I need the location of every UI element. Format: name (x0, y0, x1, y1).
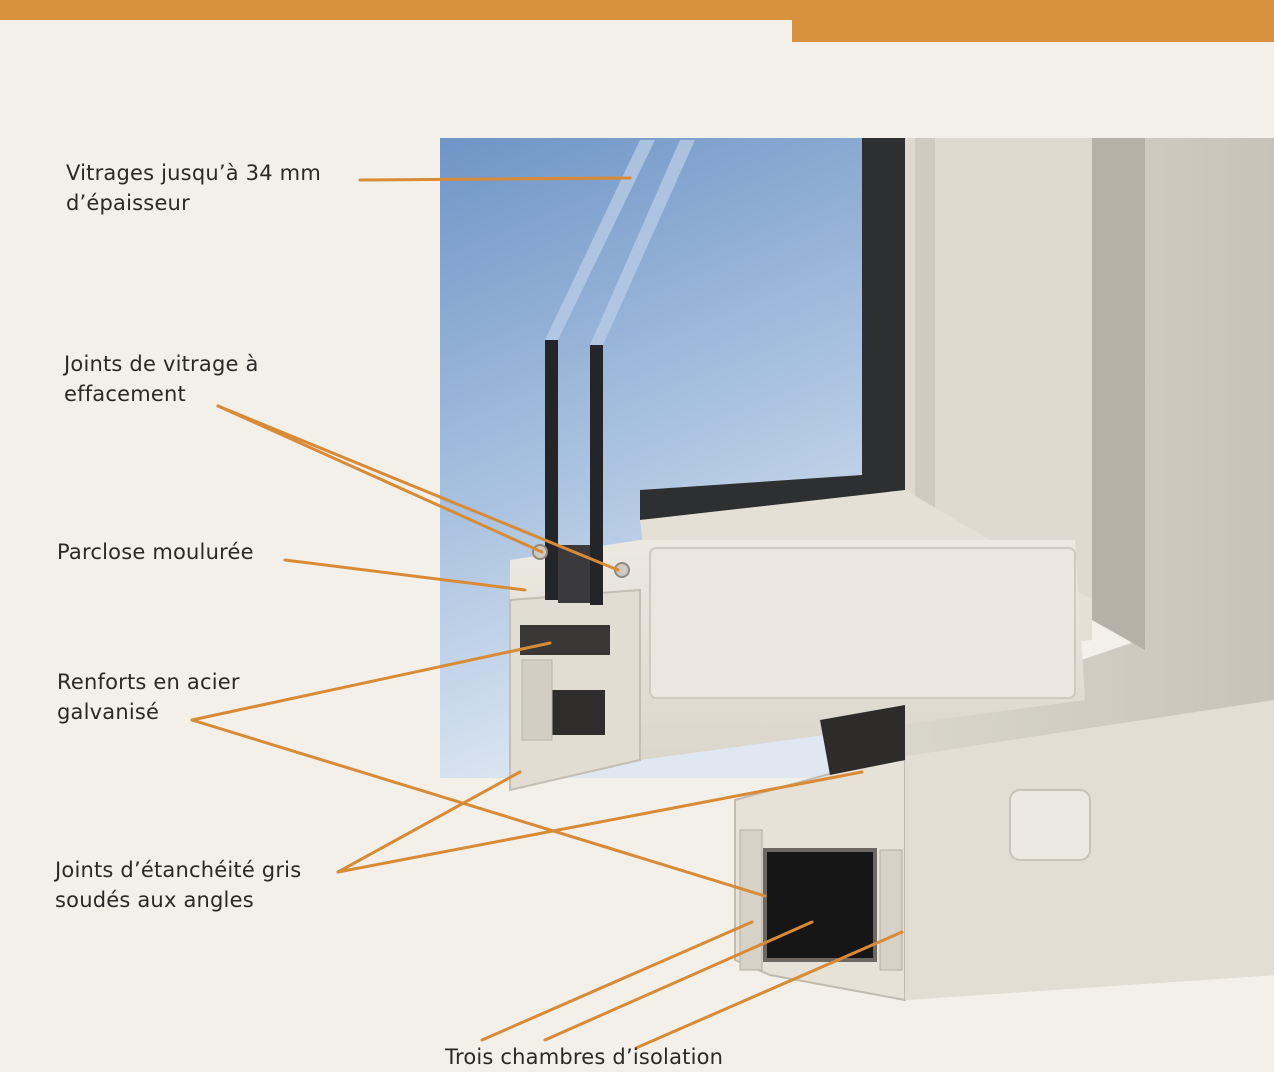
label-joints-vitrage: Joints de vitrage à effacement (64, 349, 259, 409)
label-renforts-line2: galvanisé (57, 700, 160, 724)
leader-chambres-2 (543, 920, 814, 1042)
window-illustration (440, 138, 1274, 1002)
label-chambres: Trois chambres d’isolation (445, 1042, 723, 1072)
label-joints-etancheite-line1: Joints d’étanchéité gris (55, 858, 302, 882)
label-vitrages-line1: Vitrages jusqu’à 34 mm (66, 161, 321, 185)
leader-vitrages (358, 176, 632, 182)
leader-chambres-1 (480, 920, 754, 1042)
leader-joints-vitrage-1 (216, 404, 544, 554)
leader-parclose (283, 558, 527, 592)
label-renforts-line1: Renforts en acier (57, 670, 240, 694)
leader-joints-vitrage-2 (216, 404, 620, 572)
label-vitrages: Vitrages jusqu’à 34 mm d’épaisseur (66, 158, 321, 218)
label-renforts: Renforts en acier galvanisé (57, 667, 240, 727)
leader-renforts-1 (190, 641, 552, 722)
leader-lines (190, 176, 904, 1050)
top-banner (0, 0, 1274, 42)
label-joints-vitrage-line2: effacement (64, 382, 186, 406)
leader-chambres-3 (634, 930, 904, 1050)
glass-pane-2 (590, 345, 603, 605)
label-joints-vitrage-line1: Joints de vitrage à (64, 352, 259, 376)
label-chambres-line1: Trois chambres d’isolation (445, 1045, 724, 1069)
label-parclose-line1: Parclose moulurée (57, 540, 254, 564)
label-joints-etancheite-line2: soudés aux angles (55, 888, 254, 912)
leader-renforts-2 (190, 718, 767, 898)
label-vitrages-line2: d’épaisseur (66, 191, 190, 215)
leader-joints-etancheite-2 (336, 770, 864, 874)
leader-joints-etancheite-1 (336, 770, 522, 874)
label-joints-etancheite: Joints d’étanchéité gris soudés aux angl… (55, 855, 301, 915)
glass-pane-1 (545, 340, 558, 600)
label-parclose: Parclose moulurée (57, 537, 254, 567)
